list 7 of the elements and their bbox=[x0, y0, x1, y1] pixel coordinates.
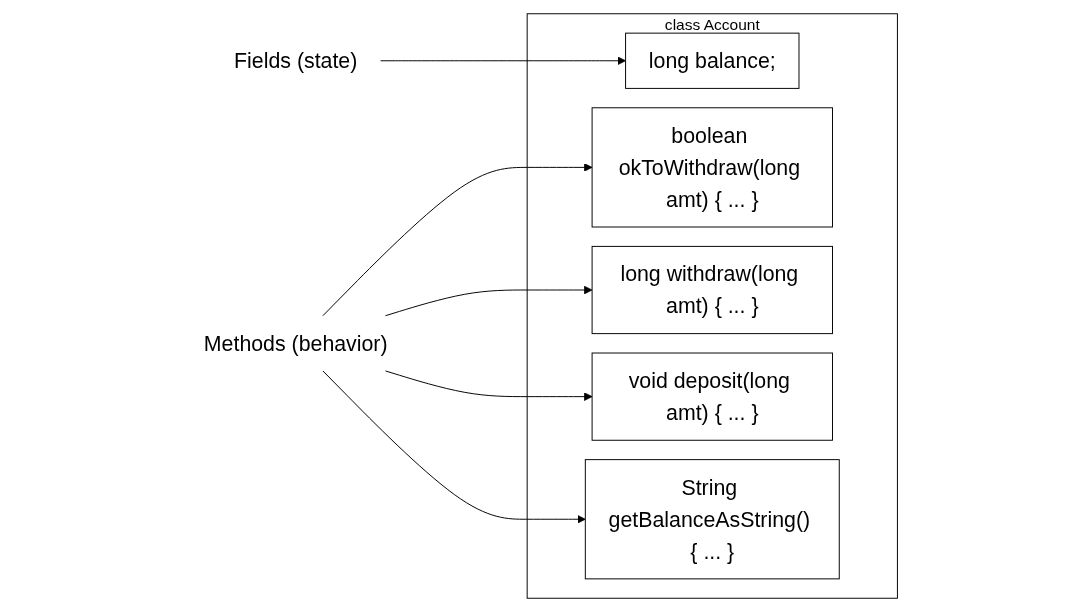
node-box: boolean okToWithdraw(long amt) { ... } bbox=[591, 107, 833, 228]
node-box: String getBalanceAsString() { ... } bbox=[584, 459, 840, 580]
node-box: void deposit(long amt) { ... } bbox=[591, 352, 833, 441]
node-box: long balance; bbox=[625, 32, 800, 89]
node-box: long withdraw(long amt) { ... } bbox=[591, 245, 833, 335]
node-text: Fields (state) bbox=[234, 48, 358, 73]
node-text: Methods (behavior) bbox=[203, 331, 388, 356]
